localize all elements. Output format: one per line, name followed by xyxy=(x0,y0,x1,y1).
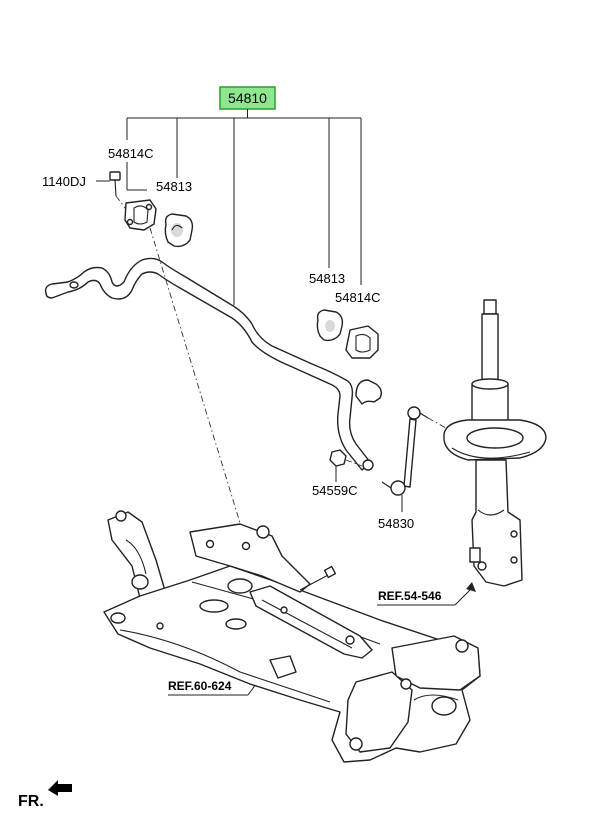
link-part xyxy=(381,406,447,512)
bolt-part xyxy=(96,171,129,213)
label-link[interactable]: 54830 xyxy=(378,516,414,531)
bracket-upper-part xyxy=(124,162,157,231)
ref-strut-label[interactable]: REF.54-546 xyxy=(378,589,442,603)
label-bracket-lower[interactable]: 54814C xyxy=(335,290,381,305)
label-bushing-lower[interactable]: 54813 xyxy=(309,271,345,286)
label-bracket-upper[interactable]: 54814C xyxy=(108,146,154,161)
front-label: FR. xyxy=(18,793,44,810)
ref-subframe-label[interactable]: REF.60-624 xyxy=(168,679,232,693)
bushing-lower-part xyxy=(316,309,344,342)
stabilizer-bar-part xyxy=(44,257,383,471)
bushing-upper-part xyxy=(164,213,194,248)
strut-assembly xyxy=(443,299,547,587)
front-orientation-indicator: FR. xyxy=(18,780,72,810)
ref-strut-callout[interactable]: REF.54-546 xyxy=(377,582,476,606)
bracket-lower-part xyxy=(345,325,379,359)
main-part-callout[interactable]: 54810 xyxy=(219,86,276,110)
label-nut[interactable]: 54559C xyxy=(312,483,358,498)
subframe-assembly xyxy=(103,227,481,763)
main-part-number[interactable]: 54810 xyxy=(228,90,267,106)
front-arrow-icon xyxy=(48,780,72,796)
label-bolt[interactable]: 1140DJ xyxy=(42,174,86,189)
callout-tree-lines xyxy=(126,109,362,305)
nut-part xyxy=(329,449,363,482)
label-bushing-upper[interactable]: 54813 xyxy=(156,179,192,194)
